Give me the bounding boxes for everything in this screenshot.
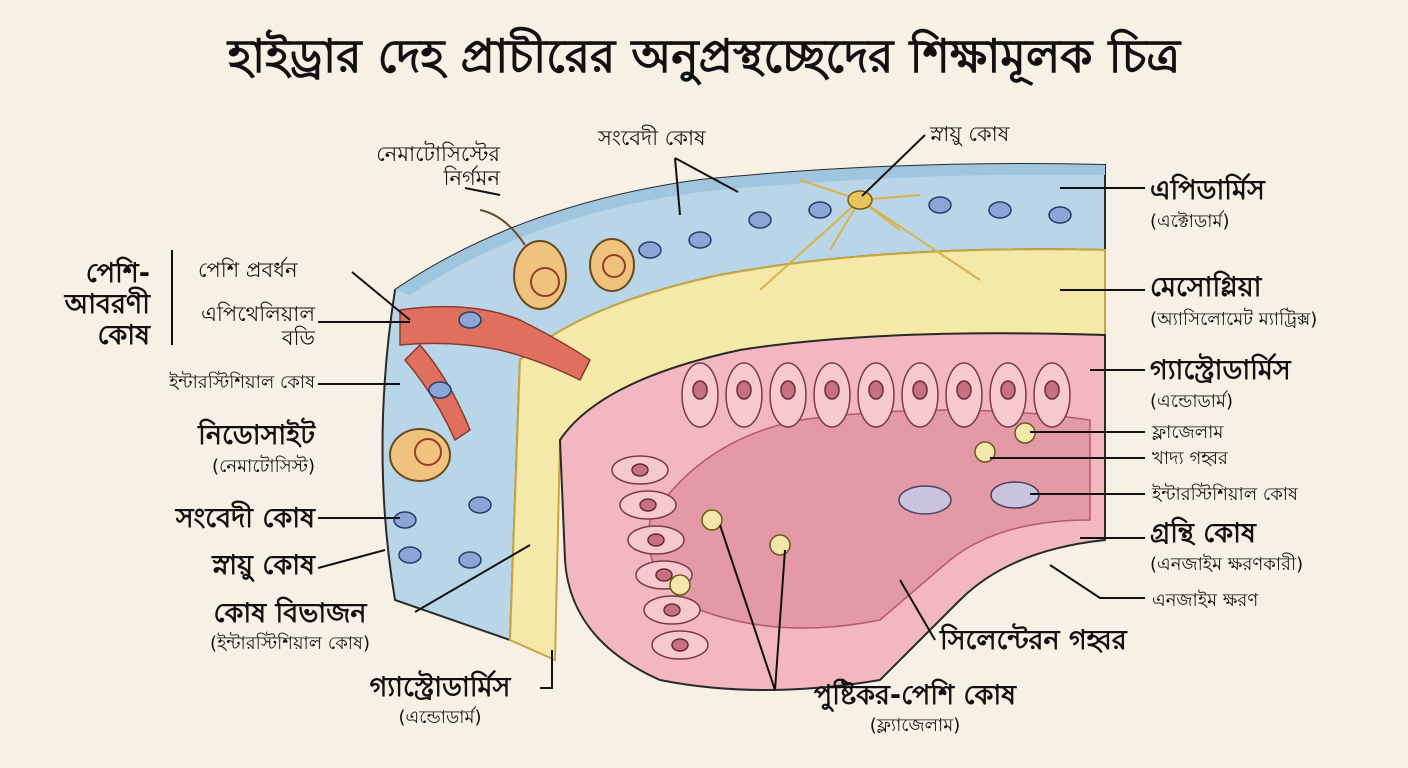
label-nematocyst-discharge: নেমাটোসিস্টের নির্গমন	[376, 142, 500, 191]
epidermis-nucleus	[458, 311, 482, 329]
label-muscle-process: পেশি প্রবর্ধন	[198, 258, 298, 282]
label-nutritive-muscle-cell: পুষ্টিকর-পেশি কোষ	[813, 680, 1017, 711]
epidermis-nucleus	[393, 511, 417, 529]
gastrodermis-nucleus	[1000, 380, 1016, 400]
page-title: হাইড্রার দেহ প্রাচীরের অনুপ্রস্থচ্ছেদের …	[227, 29, 1181, 83]
epidermis-nucleus	[748, 211, 772, 229]
gastrodermis-nucleus	[956, 380, 972, 400]
gastrodermis-nucleus	[736, 380, 752, 400]
gastrodermis-nucleus	[868, 380, 884, 400]
gastrodermis-nucleus	[912, 380, 928, 400]
label-sensory-cell-top: সংবেদী কোষ	[598, 126, 706, 150]
leader-nerve-cell-left	[317, 549, 386, 569]
label-gland-cell-sub: (এনজাইম ক্ষরণকারী)	[1150, 554, 1304, 575]
epidermis-nucleus	[468, 496, 492, 514]
gastrodermis-nucleus	[631, 463, 649, 477]
label-epithelial-body: এপিথেলিয়াল বডি	[200, 302, 315, 351]
label-enzyme-secretion: এনজাইম ক্ষরণ	[1152, 590, 1259, 611]
leader-nutritive-1	[719, 524, 776, 691]
gastrodermis-nucleus	[1044, 380, 1060, 400]
label-gastrodermis-bottom: গ্যাস্ট্রোডার্মিস	[369, 672, 511, 703]
label-gastrodermis-bottom-sub: (এন্ডোডার্ম)	[398, 707, 482, 728]
cnidocyte-top-2	[589, 238, 635, 292]
leader-enzyme-secretion	[1049, 564, 1145, 599]
nerve-cell-top-drawing	[759, 179, 981, 291]
leader-nutritive-2	[774, 549, 786, 691]
label-mesoglea: মেসোগ্লিয়া	[1150, 272, 1262, 303]
gastrodermis-nucleus	[780, 380, 796, 400]
food-vacuole-drawing	[669, 574, 691, 596]
epidermis-top-surface	[395, 164, 1105, 295]
label-interstitial-cell-right: ইন্টারস্টিশিয়াল কোষ	[1152, 484, 1298, 505]
label-coelenteron: সিলেন্টেরন গহ্বর	[940, 625, 1127, 656]
epidermis-nucleus	[638, 241, 662, 259]
leader-sensory-top-2	[674, 157, 739, 193]
epidermis-nucleus	[928, 196, 952, 214]
leader-coelenteron	[899, 579, 936, 641]
leader-cell-division	[414, 544, 531, 613]
label-gastrodermis-right-sub: (এন্ডোডার্ম)	[1150, 391, 1234, 412]
food-vacuole-drawing	[769, 534, 791, 556]
label-food-vacuole: খাদ্য গহ্বর	[1152, 448, 1228, 469]
leader-nerve-top	[861, 134, 926, 197]
leader-nematocyst	[464, 187, 501, 196]
label-cnidocyte-sub: (নেমাটোসিস্ট)	[212, 456, 315, 477]
label-interstitial-cell-left: ইন্টারস্টিশিয়াল কোষ	[169, 372, 315, 393]
leader-gastrodermis-bottom	[540, 650, 553, 689]
gastrodermis-nucleus	[647, 533, 665, 547]
leader-sensory-top-1	[674, 157, 681, 216]
interstitial-cell-drawing	[898, 485, 952, 515]
gastrodermis-nucleus	[639, 498, 657, 512]
label-sensory-cell-left: সংবেদী কোষ	[175, 503, 315, 534]
label-gland-cell: গ্রন্থি কোষ	[1150, 518, 1256, 549]
label-mesoglea-sub: (অ্যাসিলোমেট ম্যাট্রিক্স)	[1150, 309, 1318, 330]
label-cell-division: কোষ বিভাজন	[213, 598, 367, 629]
label-cnidocyte: নিডোসাইট	[198, 420, 315, 451]
cnidocyte-left	[389, 428, 451, 482]
label-gastrodermis-right: গ্যাস্ট্রোডার্মিস	[1150, 355, 1291, 386]
label-epidermis: এপিডার্মিস	[1150, 175, 1265, 206]
epidermis-nucleus	[398, 546, 422, 564]
label-flagellum: ফ্লাজেলাম	[1152, 422, 1224, 443]
epidermis-nucleus	[688, 231, 712, 249]
epidermis-nucleus	[1048, 206, 1072, 224]
epidermis-nucleus	[458, 551, 482, 569]
label-nutritive-muscle-cell-sub: (ফ্ল্যাজেলাম)	[869, 715, 961, 736]
leader-muscle-process	[351, 271, 411, 321]
gastrodermis-nucleus	[824, 380, 840, 400]
label-nerve-cell-top: স্নায়ু কোষ	[930, 122, 1010, 146]
label-nerve-cell-left: স্নায়ু কোষ	[212, 550, 315, 581]
label-epidermis-sub: (এক্টোডার্ম)	[1150, 211, 1230, 232]
gastrodermis-nucleus	[663, 603, 681, 617]
food-vacuole-drawing	[701, 509, 723, 531]
cnidocyte-top-1	[479, 209, 567, 310]
muscle-process-band	[399, 305, 591, 382]
label-cell-division-sub: (ইন্টারস্টিশিয়াল কোষ)	[210, 633, 370, 654]
gastrodermis-nucleus	[692, 380, 708, 400]
epidermis-nucleus	[988, 201, 1012, 219]
gastrodermis-nucleus	[655, 568, 673, 582]
epidermis-nucleus	[428, 381, 452, 399]
label-muscle-epithelial-cell: পেশি-আবরণী কোষ	[64, 258, 150, 352]
gastrodermis-nucleus	[671, 638, 689, 652]
epidermis-nucleus	[808, 201, 832, 219]
